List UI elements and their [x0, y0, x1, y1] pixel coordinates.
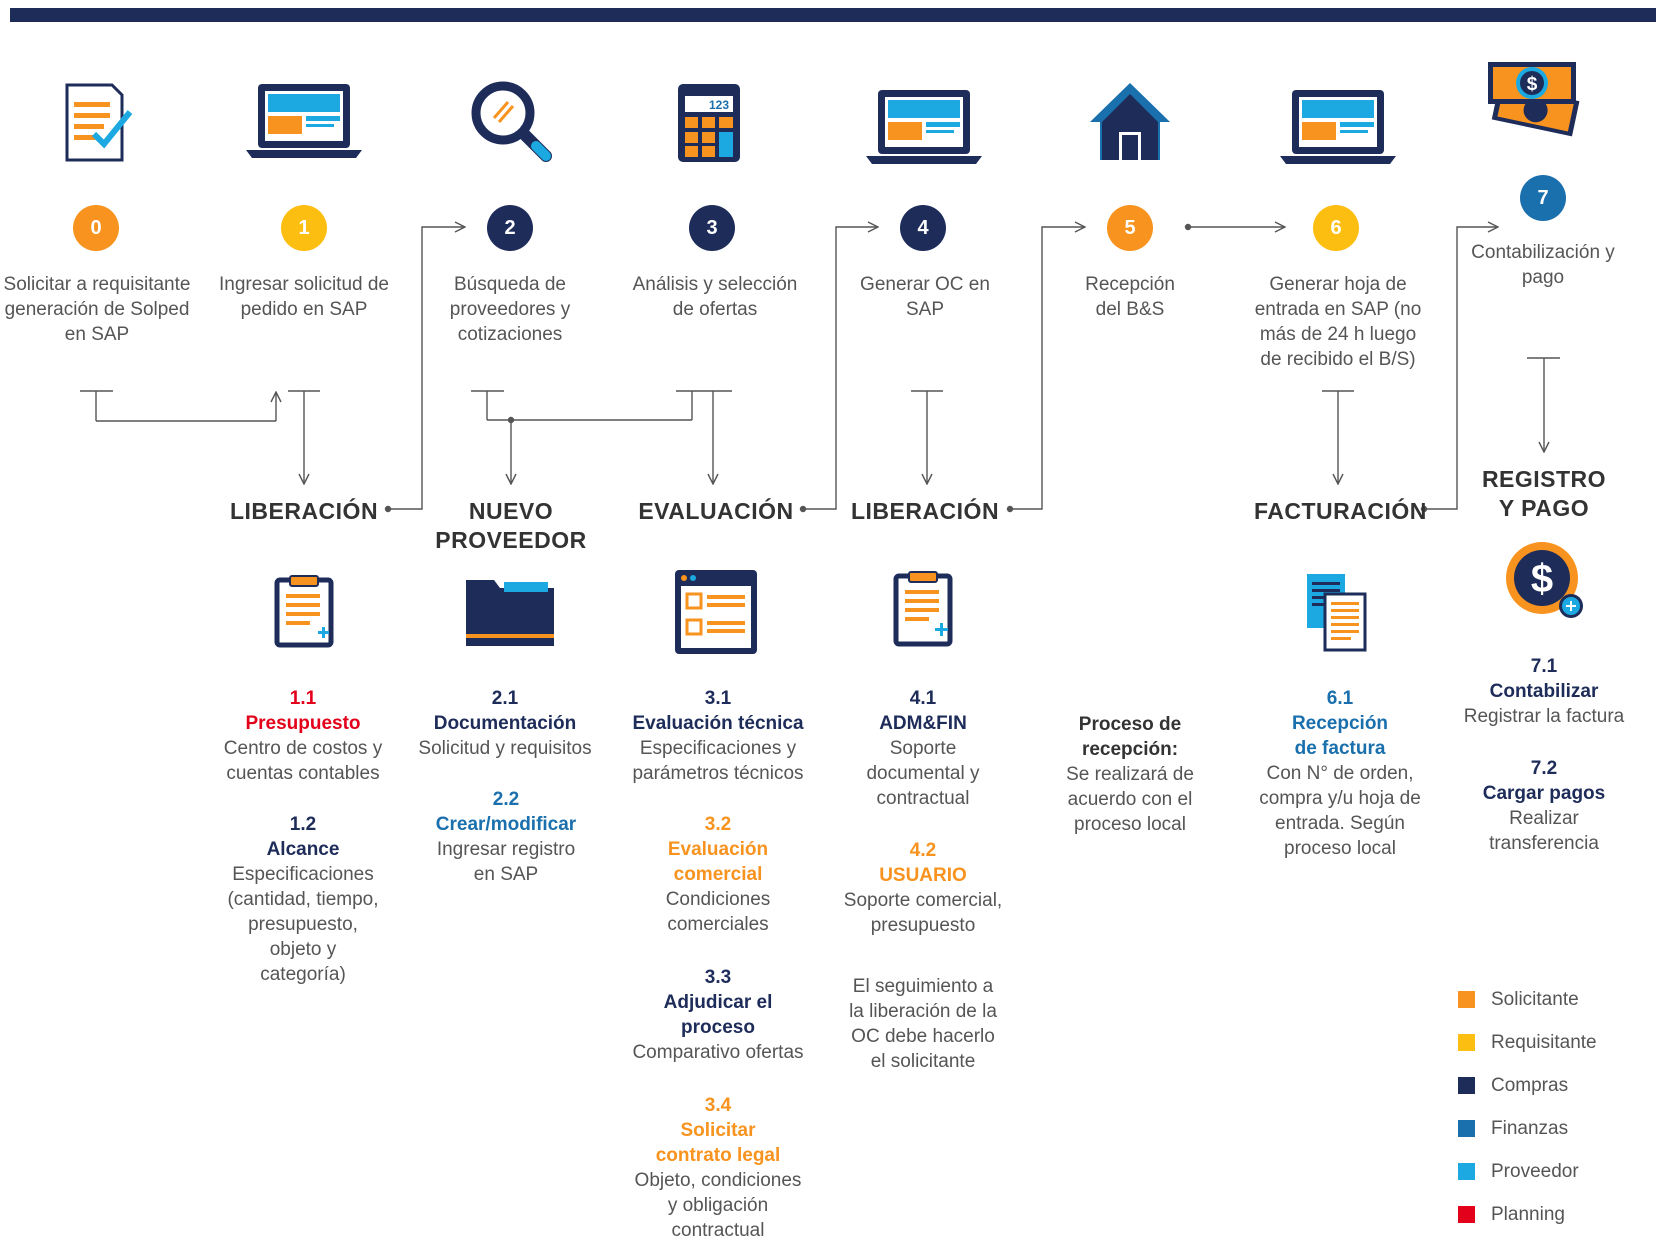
- phase-nuevo-proveedor: NUEVO PROVEEDOR: [435, 498, 587, 553]
- step-4-label: Generar OC en SAP: [860, 274, 990, 320]
- sub-3-4: 3.4 Solicitar contrato legal Objeto, con…: [634, 1095, 802, 1241]
- sub-4-1: 4.1 ADM&FIN Soporte documental y contrac…: [866, 688, 980, 809]
- step-7-badge: 7: [1520, 175, 1566, 221]
- sub-2-2: 2.2 Crear/modificar Ingresar registro en…: [435, 789, 577, 885]
- step-5-badge: 5: [1107, 205, 1153, 251]
- step-6-label: Generar hoja de entrada en SAP (no más d…: [1254, 274, 1422, 370]
- phase-liberacion-2: LIBERACIÓN: [850, 498, 1000, 524]
- svg-text:$: $: [1531, 557, 1553, 601]
- legend-swatch: [1458, 1120, 1475, 1137]
- legend-item-proveedor: Proveedor: [1458, 1150, 1597, 1193]
- phase-registro-pago: REGISTRO Y PAGO: [1481, 466, 1607, 521]
- legend-swatch: [1458, 1034, 1475, 1051]
- top-bar: [10, 8, 1656, 22]
- invoice-documents-icon: [1307, 574, 1367, 652]
- legend-swatch: [1458, 1077, 1475, 1094]
- folder-icon: [466, 580, 554, 646]
- step-0-badge: 0: [73, 205, 119, 251]
- clipboard-icon: [274, 575, 334, 648]
- sub-2-1: 2.1 Documentación Solicitud y requisitos: [418, 688, 592, 759]
- phase-facturacion: FACTURACIÓN: [1254, 498, 1427, 524]
- legend-item-compras: Compras: [1458, 1064, 1597, 1107]
- step-4-badge: 4: [900, 205, 946, 251]
- step-5-label: Recepción del B&S: [1085, 274, 1175, 320]
- sub-1-2: 1.2 Alcance Especificaciones (cantidad, …: [227, 814, 379, 985]
- step-7-label: Contabilización y pago: [1471, 242, 1615, 288]
- svg-text:123: 123: [709, 98, 729, 112]
- step-3-label: Análisis y selección de ofertas: [632, 274, 798, 320]
- legend-item-finanzas: Finanzas: [1458, 1107, 1597, 1150]
- sub-7-1: 7.1 Contabilizar Registrar la factura: [1463, 656, 1625, 727]
- sub-4-note: El seguimiento a la liberación de la OC …: [849, 976, 997, 1072]
- step-3-badge: 3: [689, 205, 735, 251]
- money-icon: $: [1488, 62, 1580, 137]
- legend-item-requisitante: Requisitante: [1458, 1021, 1597, 1064]
- step-2-label: Búsqueda de proveedores y cotizaciones: [449, 274, 571, 345]
- step-2-badge: 2: [487, 205, 533, 251]
- laptop-icon: [246, 84, 362, 158]
- legend-swatch: [1458, 991, 1475, 1008]
- phase-liberacion: LIBERACIÓN: [229, 498, 379, 524]
- phase-evaluacion: EVALUACIÓN: [638, 498, 794, 524]
- sub-3-3: 3.3 Adjudicar el proceso Comparativo ofe…: [632, 967, 804, 1063]
- sub-7-2: 7.2 Cargar pagos Realizar transferencia: [1482, 758, 1606, 854]
- dollar-coin-icon: $: [1506, 542, 1583, 618]
- svg-text:$: $: [1527, 74, 1538, 95]
- laptop-icon: [1280, 90, 1396, 164]
- legend-swatch: [1458, 1206, 1475, 1223]
- calculator-icon: 123: [678, 84, 740, 162]
- house-icon: [1090, 83, 1170, 160]
- sub-4-2: 4.2 USUARIO Soporte comercial, presupues…: [843, 840, 1003, 936]
- sub-3-1: 3.1 Evaluación técnica Especificaciones …: [632, 688, 804, 784]
- clipboard-icon: [893, 571, 953, 647]
- magnifier-icon: [471, 81, 552, 162]
- legend-item-planning: Planning: [1458, 1193, 1597, 1236]
- document-check-icon: [65, 83, 133, 162]
- sub-5: Proceso de recepción: Se realizará de ac…: [1066, 714, 1194, 835]
- legend-item-solicitante: Solicitante: [1458, 978, 1597, 1021]
- sub-3-2: 3.2 Evaluación comercial Condiciones com…: [665, 814, 771, 935]
- laptop-icon: [866, 90, 982, 164]
- sub-1-1: 1.1 Presupuesto Centro de costos y cuent…: [223, 688, 383, 784]
- legend-swatch: [1458, 1163, 1475, 1180]
- legend: Solicitante Requisitante Compras Finanza…: [1458, 978, 1597, 1236]
- step-1-badge: 1: [281, 205, 327, 251]
- step-0-label: Solicitar a requisitante generación de S…: [3, 274, 191, 345]
- form-window-icon: [675, 570, 757, 654]
- step-6-badge: 6: [1313, 205, 1359, 251]
- sub-6-1: 6.1 Recepción de factura Con N° de orden…: [1259, 688, 1421, 859]
- step-1-label: Ingresar solicitud de pedido en SAP: [218, 274, 390, 320]
